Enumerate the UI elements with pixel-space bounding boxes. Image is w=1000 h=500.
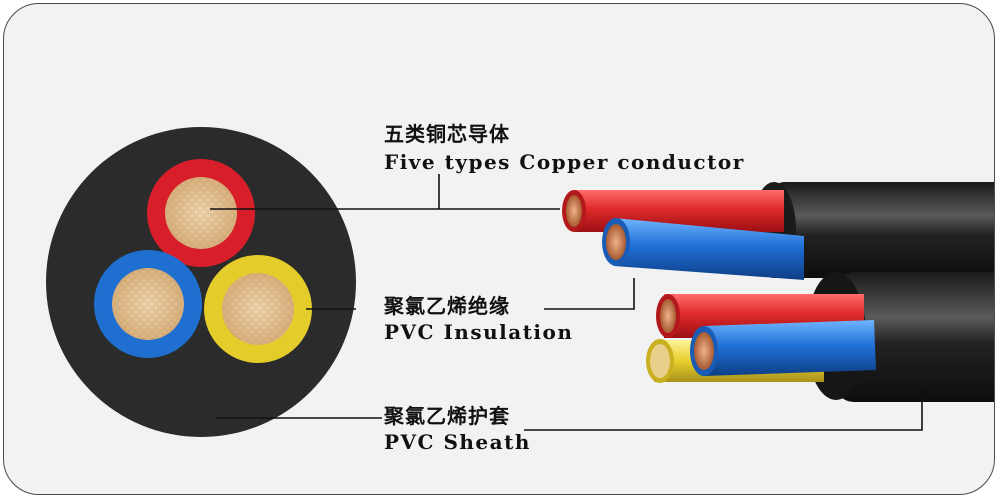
- cable-photo-lower: [646, 272, 994, 402]
- cable-cross-section: [46, 127, 356, 437]
- diagram-frame: 五类铜芯导体 Five types Copper conductor 聚氯乙烯绝…: [3, 3, 995, 495]
- insulation-label-zh: 聚氯乙烯绝缘: [384, 294, 510, 318]
- conductor-label-zh: 五类铜芯导体: [384, 122, 510, 146]
- insulation-label-en: PVC Insulation: [384, 320, 574, 344]
- sheath-leader-line-right: [524, 386, 923, 431]
- sheath-label-en: PVC Sheath: [384, 430, 531, 454]
- conductor-label-en: Five types Copper conductor: [384, 150, 745, 174]
- sheath-cross-section: [46, 127, 356, 437]
- insulation-leader-line-right: [544, 278, 635, 310]
- cable-photo-upper: [562, 182, 994, 280]
- leader-lines: [210, 174, 923, 431]
- sheath-label-zh: 聚氯乙烯护套: [384, 404, 510, 428]
- cable-diagram: [46, 127, 994, 437]
